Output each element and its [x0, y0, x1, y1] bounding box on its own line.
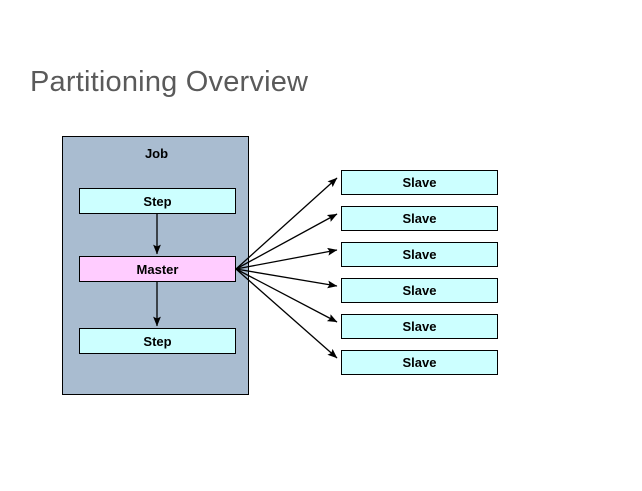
node-slave-4[interactable]: Slave — [341, 278, 498, 303]
page-title: Partitioning Overview — [30, 66, 309, 98]
master-to-slave-connectors — [235, 177, 338, 359]
connector-master-to-slave-5 — [235, 268, 338, 323]
node-step-bottom[interactable]: Step — [79, 328, 236, 354]
node-step-top[interactable]: Step — [79, 188, 236, 214]
job-label: Job — [144, 146, 169, 161]
node-slave-1[interactable]: Slave — [341, 170, 498, 195]
connector-master-to-slave-3 — [235, 247, 338, 270]
node-slave-5[interactable]: Slave — [341, 314, 498, 339]
connector-master-to-slave-1 — [235, 177, 338, 270]
node-slave-2[interactable]: Slave — [341, 206, 498, 231]
connector-master-to-slave-6 — [235, 268, 338, 359]
node-master[interactable]: Master — [79, 256, 236, 282]
node-slave-3[interactable]: Slave — [341, 242, 498, 267]
connector-master-to-slave-2 — [235, 213, 338, 270]
node-slave-6[interactable]: Slave — [341, 350, 498, 375]
connector-master-to-slave-4 — [235, 268, 338, 289]
